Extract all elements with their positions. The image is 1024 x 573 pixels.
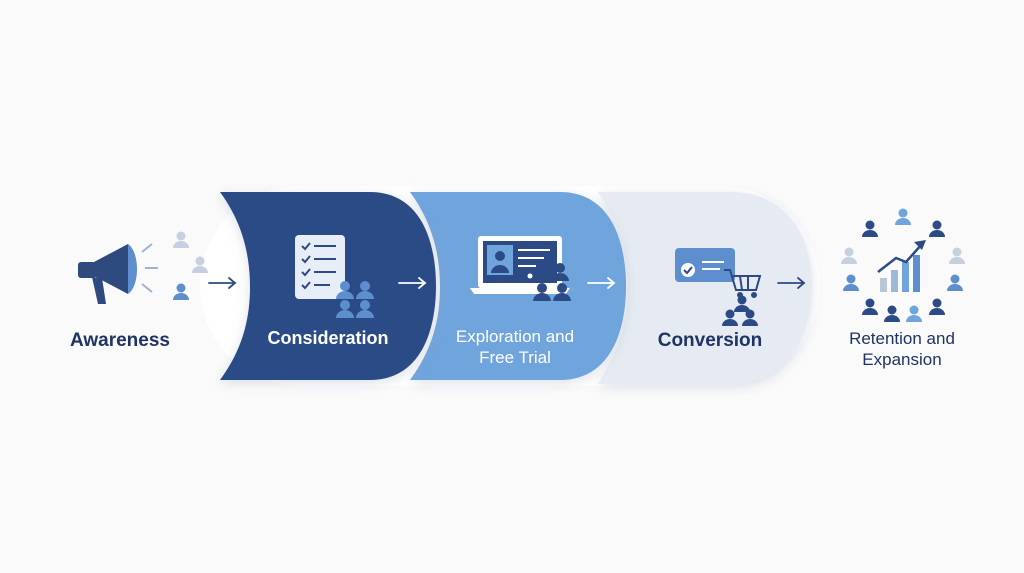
stage-label-exploration-line2: Free Trial <box>479 348 551 367</box>
stage-label-exploration-line1: Exploration and <box>455 327 575 346</box>
arrow-consideration-to-exploration <box>398 277 427 289</box>
stage-label-exploration: Exploration and Free Trial <box>425 326 605 368</box>
exploration-people-icon <box>533 263 571 301</box>
conversion-people-icon <box>722 295 758 326</box>
stage-label-retention-line1: Retention and <box>849 329 955 348</box>
stage-label-awareness: Awareness <box>70 330 170 351</box>
stage-label-retention-line2: Expansion <box>862 350 942 369</box>
megaphone-icon <box>78 243 158 304</box>
consideration-people-icon <box>336 281 374 318</box>
stage-label-retention: Retention and Expansion <box>812 328 992 370</box>
arrow-conversion-to-retention <box>777 277 806 289</box>
stage-label-consideration: Consideration <box>267 328 389 348</box>
stage-label-conversion: Conversion <box>657 330 763 351</box>
audience-people-icon <box>173 231 208 300</box>
checklist-icon <box>295 235 345 299</box>
credit-card-icon <box>675 248 735 282</box>
arrow-exploration-to-conversion <box>587 277 616 289</box>
retention-people-ring-icon <box>841 208 965 322</box>
stage-shape-conversion <box>598 192 812 384</box>
growth-chart-icon <box>877 240 926 292</box>
arrow-awareness-to-consideration <box>208 277 237 289</box>
laptop-icon <box>470 236 570 294</box>
